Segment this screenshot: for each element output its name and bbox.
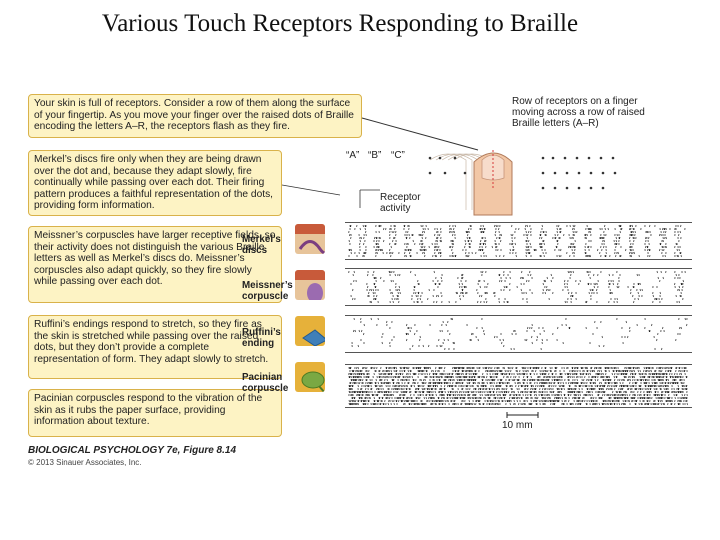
pacinian-activity-strip [345, 364, 692, 408]
callout-merkel: Merkel’s discs fire only when they are b… [28, 150, 282, 216]
ruffini-thumbnail [295, 316, 325, 346]
letter-c-label: “C” [391, 150, 405, 161]
scale-label: 10 mm [502, 420, 533, 431]
figure-caption: BIOLOGICAL PSYCHOLOGY 7e, Figure 8.14 [28, 445, 237, 456]
callout-pacinian: Pacinian corpuscles respond to the vibra… [28, 389, 282, 437]
label-merkel: Merkel’s discs [242, 234, 281, 256]
ruffini-activity-strip [345, 315, 692, 353]
scale-bar [506, 412, 539, 418]
letter-b-label: “B” [368, 150, 382, 161]
callout-intro: Your skin is full of receptors. Consider… [28, 94, 362, 138]
slide-title: Various Touch Receptors Responding to Br… [101, 10, 579, 37]
meissner-activity-strip [345, 268, 692, 306]
activity-arrow [359, 189, 380, 208]
finger-illustration [429, 150, 513, 216]
finger-label: Row of receptors on a finger moving acro… [512, 96, 645, 129]
label-pacinian: Pacinian corpuscle [242, 372, 289, 394]
activity-label: Receptor activity [380, 192, 421, 214]
meissner-thumbnail [295, 270, 325, 300]
callout-meissner: Meissner’s corpuscles have larger recept… [28, 226, 282, 303]
label-ruffini: Ruffini’s ending [242, 327, 281, 349]
pacinian-thumbnail [295, 362, 325, 392]
label-meissner: Meissner’s corpuscle [242, 280, 293, 302]
callout-ruffini: Ruffini’s endings respond to stretch, so… [28, 315, 282, 379]
merkel-activity-strip [345, 222, 692, 260]
letter-a-label: “A” [346, 150, 360, 161]
copyright: © 2013 Sinauer Associates, Inc. [28, 458, 142, 467]
merkel-thumbnail [295, 224, 325, 254]
